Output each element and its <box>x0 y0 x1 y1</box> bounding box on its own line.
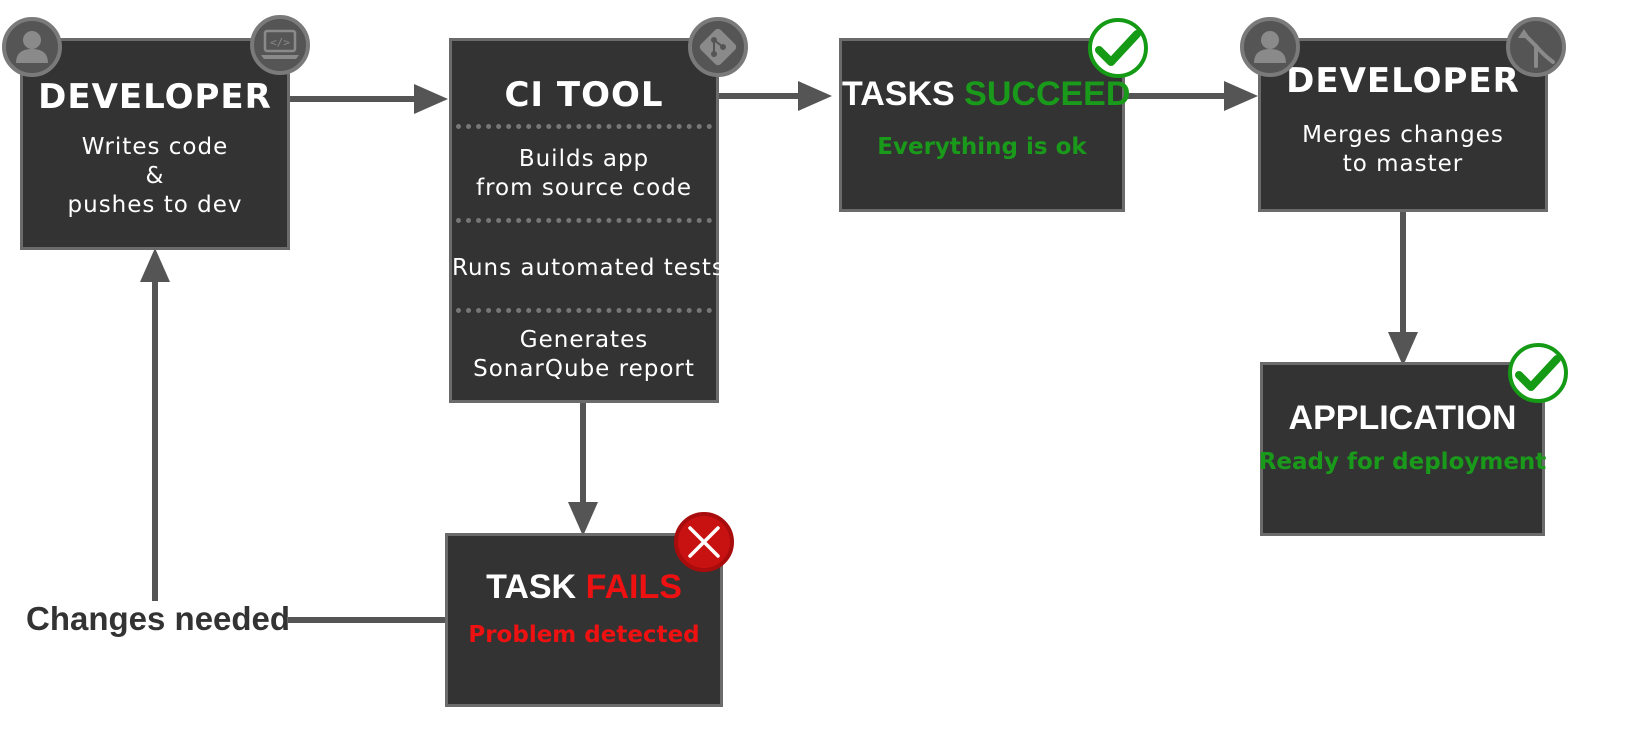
arrow-ci-to-fails <box>580 401 586 507</box>
arrow-ci-to-succeed <box>718 93 802 99</box>
developer-title: DEVELOPER <box>38 77 272 117</box>
arrow-head <box>140 248 170 282</box>
developer-box: DEVELOPER Writes code & pushes to dev <box>20 38 290 250</box>
application-title: APPLICATION <box>1288 399 1517 437</box>
description-line: & <box>145 163 165 189</box>
task-fails-box: TASK FAILS Problem detected <box>445 533 723 707</box>
title-prefix: TASKS <box>842 75 965 113</box>
user-icon <box>1240 17 1300 77</box>
title-prefix: TASK <box>486 568 586 606</box>
tasks-succeed-title: TASKS SUCCEED <box>842 75 1130 114</box>
arrow-head <box>798 81 832 111</box>
changes-needed-label: Changes needed <box>26 600 291 637</box>
developer-merge-title: DEVELOPER <box>1286 61 1520 101</box>
svg-text:</>: </> <box>270 36 290 49</box>
merge-icon <box>1506 17 1566 77</box>
step-line: SonarQube report <box>473 356 695 382</box>
developer-merge-box: DEVELOPER Merges changes to master <box>1258 38 1548 212</box>
task-fails-title: TASK FAILS <box>448 568 720 607</box>
arrow-head <box>414 84 448 114</box>
arrow-head <box>1388 332 1418 366</box>
check-icon <box>1088 18 1148 78</box>
user-icon <box>2 17 62 77</box>
ci-tool-title: CI TOOL <box>504 75 664 115</box>
git-icon <box>688 17 748 77</box>
application-box: APPLICATION Ready for deployment <box>1259 362 1546 536</box>
check-icon <box>1508 343 1568 403</box>
section-divider <box>456 308 712 313</box>
code-laptop-icon: </> <box>250 15 310 75</box>
developer-description: Writes code & pushes to dev <box>23 133 287 220</box>
arrow-head <box>1224 81 1258 111</box>
ci-tool-box: CI TOOL Builds app from source code Runs… <box>449 38 725 403</box>
arrow-dev2-to-application <box>1400 211 1406 336</box>
description-line: Merges changes <box>1302 122 1504 148</box>
step-line: Generates <box>519 327 649 353</box>
title-highlight: FAILS <box>585 568 682 606</box>
tasks-succeed-box: TASKS SUCCEED Everything is ok <box>839 38 1130 212</box>
title-highlight: SUCCEED <box>964 75 1131 113</box>
arrow-head <box>568 502 598 536</box>
step-line: Builds app <box>518 146 650 172</box>
developer-merge-description: Merges changes to master <box>1261 121 1545 179</box>
description-line: pushes to dev <box>67 192 243 218</box>
arrow-label-to-dev <box>152 278 158 601</box>
arrow-succeed-to-dev2 <box>1124 93 1228 99</box>
cross-icon <box>674 512 734 572</box>
tasks-succeed-status: Everything is ok <box>877 134 1087 160</box>
arrow-dev-to-ci <box>290 96 418 102</box>
line-fails-to-label <box>288 617 446 623</box>
application-status: Ready for deployment <box>1258 449 1547 475</box>
step-line: from source code <box>476 175 692 201</box>
ci-step-build: Builds app from source code <box>452 145 716 203</box>
section-divider <box>456 218 712 223</box>
section-divider <box>456 124 712 129</box>
description-line: Writes code <box>81 134 229 160</box>
description-line: to master <box>1342 151 1464 177</box>
ci-step-tests: Runs automated tests <box>452 255 725 281</box>
task-fails-status: Problem detected <box>468 622 700 648</box>
ci-step-sonarqube: Generates SonarQube report <box>452 326 716 384</box>
